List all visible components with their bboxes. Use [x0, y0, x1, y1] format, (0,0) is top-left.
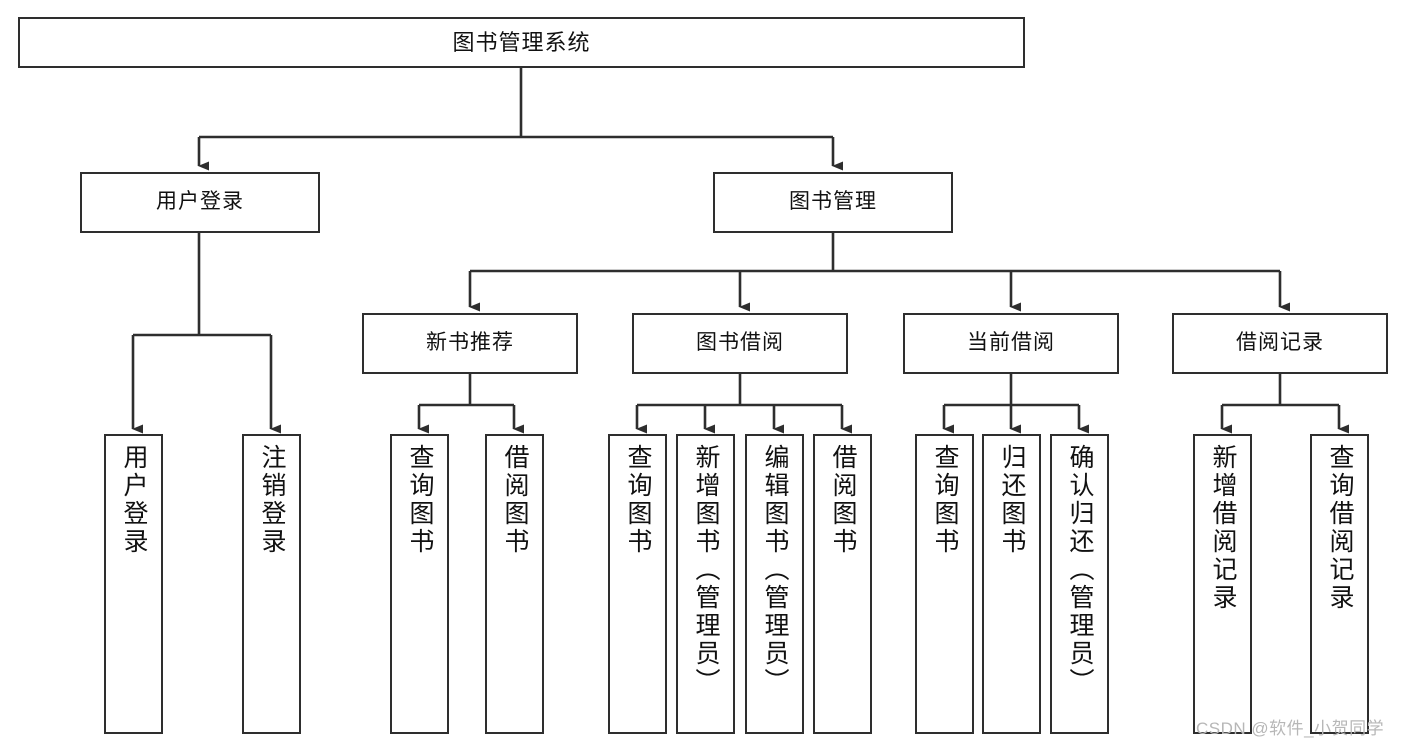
node-label: 借阅图书: [829, 444, 857, 556]
node-label: 注销登录: [258, 444, 286, 556]
node-new-book-recommend[interactable]: 新书推荐: [362, 313, 578, 374]
node-label: 用户登录: [120, 444, 148, 556]
node-borrow-records[interactable]: 借阅记录: [1172, 313, 1388, 374]
node-root-system[interactable]: 图书管理系统: [18, 17, 1025, 68]
node-current-borrow[interactable]: 当前借阅: [903, 313, 1119, 374]
node-label: 查询图书: [406, 444, 434, 556]
node-book-borrow[interactable]: 图书借阅: [632, 313, 848, 374]
node-label: 借阅图书: [501, 444, 529, 556]
node-label: 当前借阅: [967, 331, 1055, 355]
leaf-query-book-current[interactable]: 查询图书: [915, 434, 974, 734]
node-label: 新增借阅记录: [1209, 444, 1237, 612]
node-label: 查询图书: [931, 444, 959, 556]
node-label: 归还图书: [998, 444, 1026, 556]
node-label: 用户登录: [156, 190, 244, 214]
node-label: 新增图书（管理员）: [692, 444, 720, 696]
leaf-borrow-book[interactable]: 借阅图书: [813, 434, 872, 734]
watermark: CSDN @软件_小贺同学: [1196, 719, 1385, 738]
leaf-add-book-admin[interactable]: 新增图书（管理员）: [676, 434, 735, 734]
node-label: 编辑图书（管理员）: [761, 444, 789, 696]
leaf-add-borrow-record[interactable]: 新增借阅记录: [1193, 434, 1252, 734]
leaf-confirm-return-admin[interactable]: 确认归还（管理员）: [1050, 434, 1109, 734]
leaf-borrow-book-recommend[interactable]: 借阅图书: [485, 434, 544, 734]
leaf-query-book[interactable]: 查询图书: [608, 434, 667, 734]
leaf-edit-book-admin[interactable]: 编辑图书（管理员）: [745, 434, 804, 734]
node-label: 新书推荐: [426, 331, 514, 355]
node-label: 借阅记录: [1236, 331, 1324, 355]
leaf-user-login[interactable]: 用户登录: [104, 434, 163, 734]
node-label: 图书管理系统: [452, 29, 591, 55]
node-label: 确认归还（管理员）: [1066, 444, 1094, 696]
leaf-return-book[interactable]: 归还图书: [982, 434, 1041, 734]
node-label: 查询图书: [624, 444, 652, 556]
leaf-query-book-recommend[interactable]: 查询图书: [390, 434, 449, 734]
node-label: 图书管理: [789, 190, 877, 214]
leaf-query-borrow-record[interactable]: 查询借阅记录: [1310, 434, 1369, 734]
node-book-management-group[interactable]: 图书管理: [713, 172, 953, 233]
node-label: 图书借阅: [696, 331, 784, 355]
leaf-logout[interactable]: 注销登录: [242, 434, 301, 734]
node-user-login-group[interactable]: 用户登录: [80, 172, 320, 233]
node-label: 查询借阅记录: [1326, 444, 1354, 612]
